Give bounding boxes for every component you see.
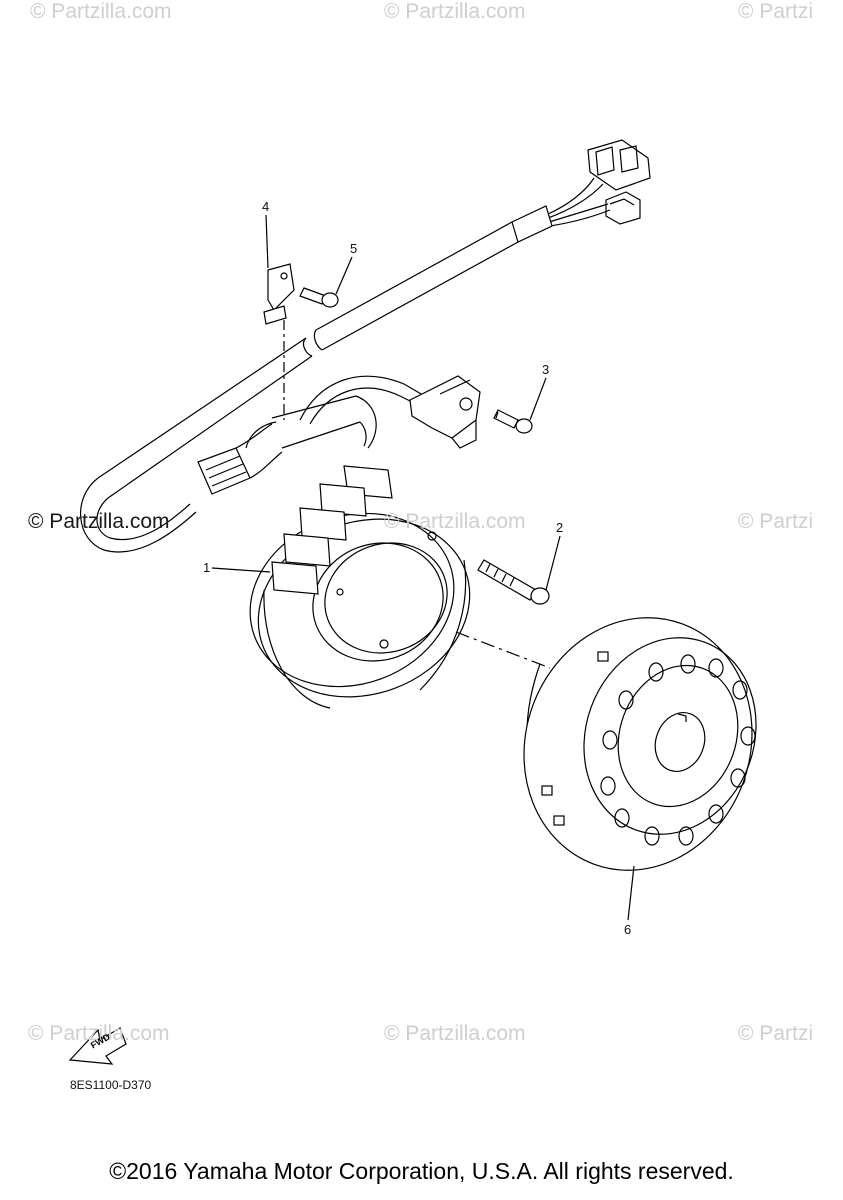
watermark: © Partzilla.com: [384, 1022, 526, 1045]
clamp-4: [263, 263, 295, 325]
callout-4[interactable]: 4: [262, 199, 270, 214]
diagram-code: 8ES1100-D370: [70, 1078, 152, 1092]
screw-3: [493, 409, 533, 434]
watermark: © Partzilla.com: [30, 0, 172, 23]
callout-3[interactable]: 3: [542, 362, 550, 377]
callout-2[interactable]: 2: [556, 520, 564, 535]
stator: [249, 465, 471, 709]
rotor-flywheel: [523, 617, 757, 871]
callout-1[interactable]: 1: [203, 560, 211, 575]
watermark: © Partzilla.com: [384, 0, 526, 23]
stator-lead-coupler: [197, 375, 429, 495]
screw-5: [299, 287, 339, 308]
leader-lines: [211, 214, 635, 921]
callout-5[interactable]: 5: [350, 241, 358, 256]
fwd-arrow-icon: [68, 1027, 127, 1065]
copyright-footer: ©2016 Yamaha Motor Corporation, U.S.A. A…: [109, 1158, 734, 1184]
callout-6[interactable]: 6: [624, 922, 632, 937]
wire-connector: [547, 139, 651, 227]
watermark: © Partzilla.com: [384, 510, 526, 533]
watermark: © Partzi: [738, 0, 813, 23]
wire-harness: [79, 205, 553, 553]
pickup-coil: [409, 375, 481, 449]
bolt-2: [477, 559, 550, 605]
watermark: © Partzilla.com: [28, 510, 170, 533]
watermark: © Partzi: [738, 510, 813, 533]
watermark: © Partzilla.com: [28, 1022, 170, 1045]
watermark: © Partzi: [738, 1022, 813, 1045]
